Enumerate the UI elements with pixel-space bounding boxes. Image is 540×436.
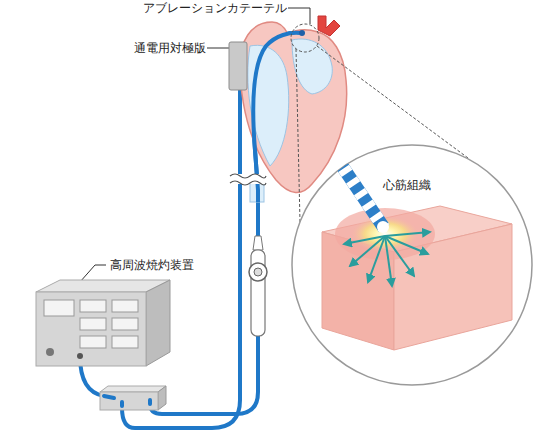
tissue-block bbox=[322, 160, 512, 350]
generator bbox=[36, 280, 170, 366]
leader-line bbox=[287, 8, 310, 24]
pad bbox=[229, 42, 247, 90]
connector-box bbox=[100, 386, 166, 410]
part-label: 高周波焼灼装置 bbox=[109, 258, 195, 272]
part-label: 心筋組織 bbox=[382, 178, 432, 192]
part-label: アブレーションカテーテル bbox=[142, 1, 288, 15]
zoom-circle bbox=[291, 24, 319, 52]
catheter-handle bbox=[249, 236, 267, 336]
cable-break bbox=[228, 174, 268, 185]
zoom-view bbox=[292, 145, 532, 385]
leader-line bbox=[207, 48, 229, 49]
cables bbox=[80, 90, 258, 428]
part-label: 通電用対極版 bbox=[133, 41, 207, 55]
